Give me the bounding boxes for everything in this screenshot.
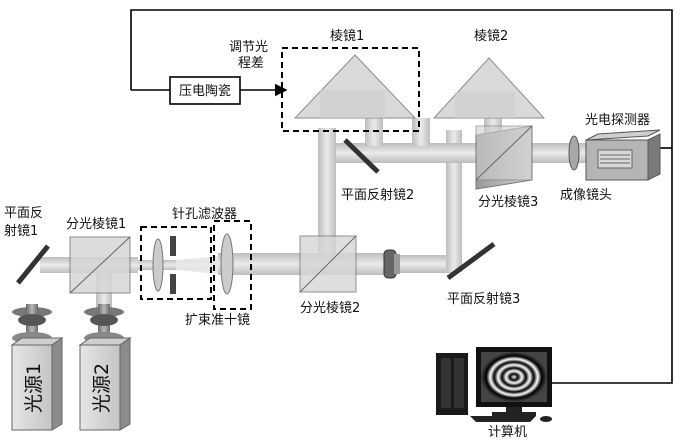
pinhole-filter xyxy=(140,226,218,300)
mirror-2 xyxy=(343,138,380,174)
beam-splitter-2 xyxy=(299,235,357,293)
pinhole-filter-label: 针孔滤波器 xyxy=(172,207,237,222)
beam-expander xyxy=(213,220,252,310)
mirror-1-label-line1: 平面反 xyxy=(4,206,43,221)
mirror-3 xyxy=(446,241,496,281)
beam-splitter-1 xyxy=(69,236,131,294)
feedback-wire xyxy=(130,9,673,384)
mirror-3-label: 平面反射镜3 xyxy=(447,291,520,307)
beam-expander-label: 扩束准十镜 xyxy=(185,313,250,328)
imaging-lens-label: 成像镜头 xyxy=(560,188,612,203)
light-source-2-label: 光源2 xyxy=(91,363,113,413)
mirror-2-label: 平面反射镜2 xyxy=(341,187,414,203)
prism-2-label: 棱镜2 xyxy=(474,28,508,44)
piezo-ceramic-box xyxy=(169,76,241,105)
mirror-1-label-line2: 射镜1 xyxy=(4,223,38,239)
splitter-3-label: 分光棱镜3 xyxy=(478,194,538,210)
photodetector xyxy=(585,129,661,181)
mirror-1 xyxy=(16,244,50,285)
prism-1-label: 棱镜1 xyxy=(330,28,364,44)
imaging-lens xyxy=(568,135,580,171)
computer xyxy=(436,347,552,422)
adjust-label-line1: 调节光 xyxy=(229,40,268,55)
detector-label: 光电探测器 xyxy=(585,113,650,128)
light-source-1 xyxy=(10,304,64,431)
prism-1 xyxy=(293,54,417,119)
computer-label: 计算机 xyxy=(488,425,527,440)
light-source-2 xyxy=(78,304,132,431)
light-source-1-label: 光源1 xyxy=(23,363,45,413)
piezo-label: 压电陶瓷 xyxy=(179,83,231,99)
lens-ring xyxy=(383,249,400,279)
prism-2 xyxy=(432,57,546,119)
splitter-1-label: 分光棱镜1 xyxy=(66,216,126,232)
splitter-2-label: 分光棱镜2 xyxy=(300,300,360,316)
beam-splitter-3 xyxy=(475,125,533,190)
adjust-label-line2: 程差 xyxy=(238,56,264,71)
